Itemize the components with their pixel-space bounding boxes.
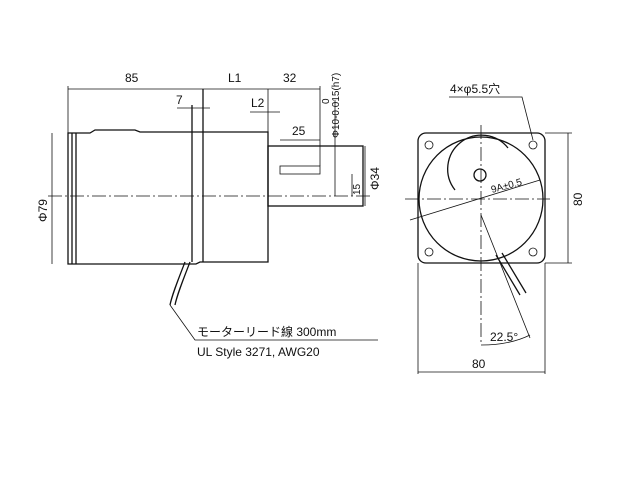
angle-label: 22.5°: [490, 330, 518, 344]
dim-shaft-dia: Φ10-0.015(h7): [331, 73, 342, 138]
flange-square: [417, 132, 546, 264]
mounting-holes: [424, 140, 538, 257]
side-view: 85 L1 32 7 L2 25 Φ10-0.015(h7) 0 Φ34 15 …: [36, 71, 382, 359]
angle-arc: [480, 334, 531, 346]
key-slot: [279, 165, 321, 175]
lead-spec: UL Style 3271, AWG20: [197, 345, 320, 359]
dim-32: 32: [283, 71, 297, 85]
lead-wire: [174, 261, 191, 306]
height-80: 80: [571, 192, 585, 206]
dim-7: 7: [176, 93, 183, 107]
hole-icon: [528, 140, 538, 150]
lead-label: モーターリード線 300mm: [197, 324, 336, 339]
lead-wire: [169, 261, 186, 306]
pcd-line: [409, 179, 541, 221]
motor-body-outline: [67, 129, 269, 265]
pilot-shaft: [267, 145, 364, 207]
hole-icon: [424, 140, 434, 150]
dim-l1: L1: [228, 71, 242, 85]
front-view: 4×φ5.5穴 9A±0.5 80 22.5° 80: [405, 81, 585, 374]
dim-25: 25: [292, 124, 306, 138]
gear-arc: [447, 134, 509, 191]
pcd-label: 9A±0.5: [490, 177, 524, 196]
dim-tol-upper: 0: [321, 98, 332, 104]
leader-line: [449, 96, 534, 141]
hole-icon: [528, 247, 538, 257]
width-80: 80: [472, 357, 486, 371]
dim-85: 85: [125, 71, 139, 85]
leader-line: [169, 304, 378, 341]
holes-label: 4×φ5.5穴: [450, 81, 500, 96]
lead-wire: [495, 252, 527, 296]
dim-15: 15: [352, 183, 363, 195]
dim-body-dia: Φ79: [36, 199, 50, 222]
dim-l2: L2: [251, 96, 265, 110]
dim-pilot-dia: Φ34: [368, 167, 382, 190]
angle-line: [480, 214, 531, 339]
shaft-circle: [473, 168, 487, 182]
hole-icon: [424, 247, 434, 257]
